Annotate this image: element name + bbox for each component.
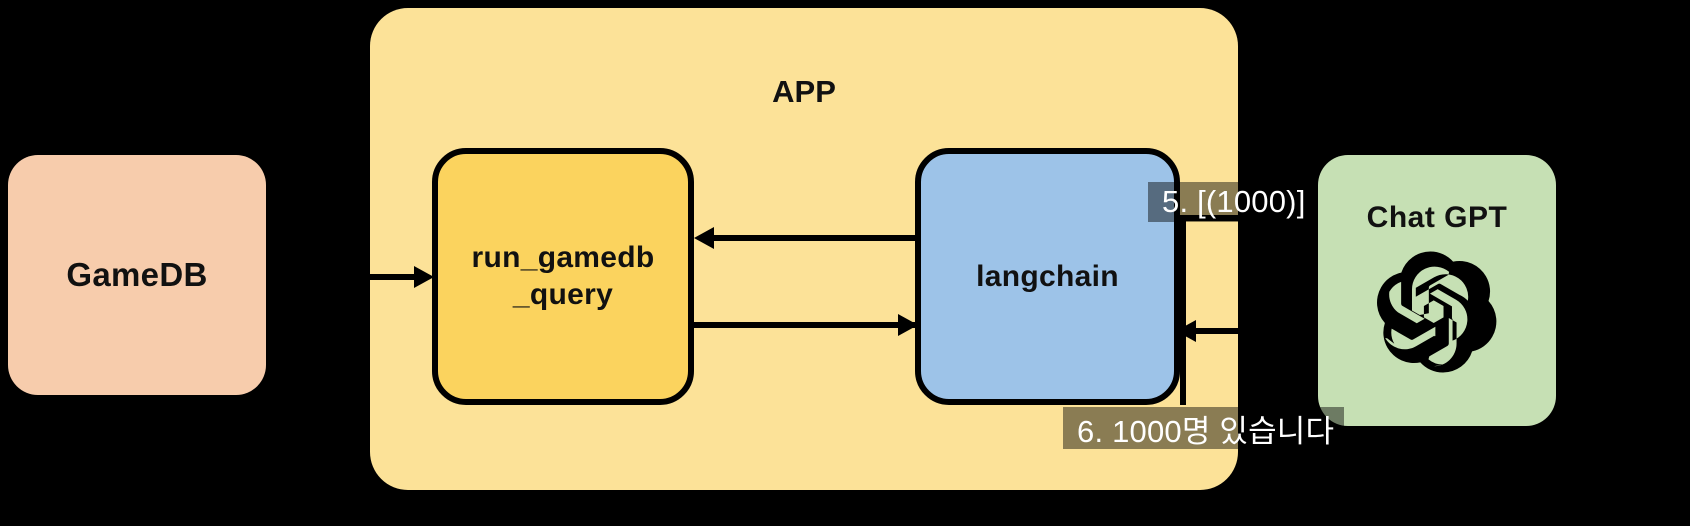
edge-gamedb-to-run-query-line [356,274,420,280]
edge-chatgpt-to-langchain-arrowhead [1176,320,1196,342]
edge-langchain-to-run-query-arrowhead [694,227,714,249]
node-gamedb[interactable]: GameDB [8,155,266,395]
edge-langchain-to-chatgpt-hline [1180,215,1318,221]
annotation-step-6: 6. 1000명 있습니다 [1063,407,1345,449]
node-chatgpt-label: Chat GPT [1366,201,1508,234]
edge-langchain-to-run-query-line [700,235,916,241]
annotation-step-5: 5. [(1000)] [1148,182,1316,222]
annotation-step-5-text: 5. [(1000)] [1162,184,1306,219]
node-langchain[interactable]: langchain [915,148,1180,405]
node-langchain-label: langchain [976,259,1119,293]
node-chatgpt[interactable]: Chat GPT [1318,155,1556,426]
openai-logo-icon [1375,249,1499,380]
edge-gamedb-to-run-query-arrowhead [414,266,434,288]
annotation-step-6-text: 6. 1000명 있습니다 [1077,413,1335,449]
edge-langchain-to-chatgpt-vline [1180,215,1186,405]
node-gamedb-label: GameDB [66,256,208,293]
app-title: APP [772,74,836,109]
edge-run-query-to-langchain-arrowhead [898,314,918,336]
edge-chatgpt-to-langchain-line [1192,328,1318,334]
node-run-gamedb-query-label-line2: _query [512,277,614,311]
node-run-gamedb-query-label-line1: run_gamedb [471,240,655,274]
node-run-gamedb-query[interactable]: run_gamedb _query [432,148,694,405]
edge-run-query-to-langchain-line [694,322,916,328]
node-run-gamedb-query-label: run_gamedb _query [471,240,654,313]
